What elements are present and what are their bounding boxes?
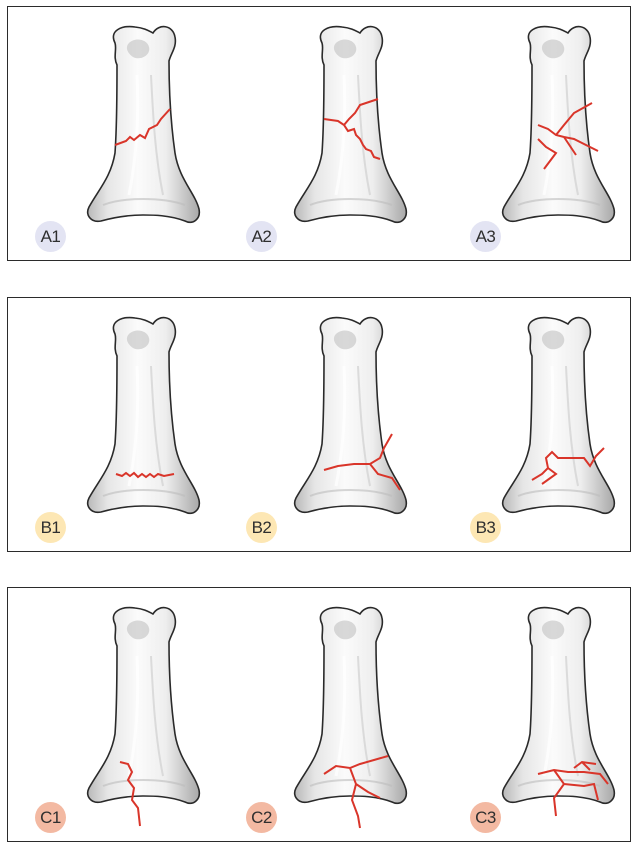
badge-b2: B2 — [246, 512, 277, 543]
badge-a1: A1 — [35, 221, 66, 252]
bone-c2 — [295, 608, 407, 804]
bone-a3 — [503, 27, 615, 223]
badge-c2: C2 — [246, 802, 277, 833]
group-b-illustration — [8, 298, 632, 553]
group-a-illustration — [8, 7, 632, 262]
group-c-illustration — [8, 588, 632, 843]
panel-group-a: A1 A2 A3 — [7, 6, 631, 261]
bone-b1 — [88, 318, 200, 514]
bone-a2 — [295, 27, 407, 223]
badge-b3: B3 — [470, 512, 501, 543]
bone-a1 — [88, 27, 200, 223]
badge-b1: B1 — [35, 512, 66, 543]
panel-group-b: B1 B2 B3 — [7, 297, 631, 552]
panel-group-c: C1 C2 C3 — [7, 587, 631, 842]
bone-b2 — [295, 318, 407, 514]
badge-c3: C3 — [470, 802, 501, 833]
badge-a2: A2 — [246, 221, 277, 252]
bone-c1 — [88, 608, 200, 804]
bone-b3 — [503, 318, 615, 514]
badge-c1: C1 — [35, 802, 66, 833]
badge-a3: A3 — [470, 221, 501, 252]
